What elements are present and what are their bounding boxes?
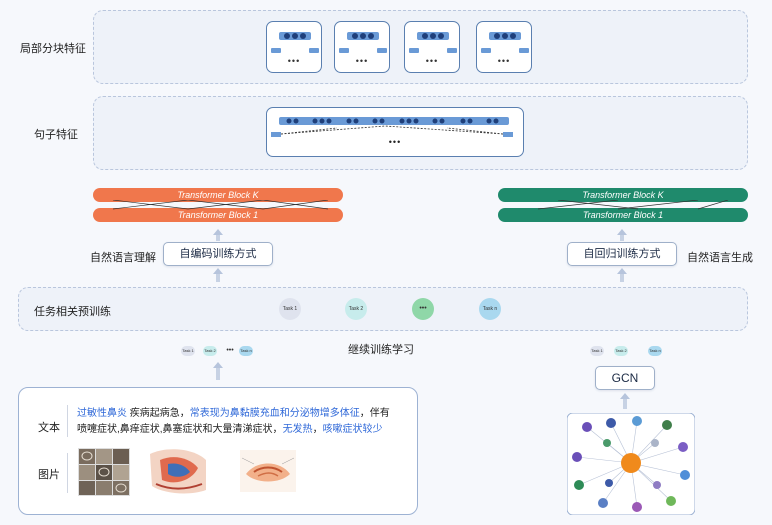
- text-part: 无发热: [282, 424, 313, 435]
- divider: [67, 405, 68, 437]
- side-token: [271, 48, 281, 53]
- arrow-stem: [620, 274, 624, 282]
- local-feature-card-2: •••: [334, 21, 390, 73]
- text-part: 喷嚏症状,鼻痒症状,鼻塞症状和大量清涕症状，: [77, 424, 283, 435]
- small-task: Task 2: [203, 346, 217, 356]
- ellipsis: •••: [497, 56, 511, 66]
- small-task: Task 2: [614, 346, 628, 356]
- ellipsis: •••: [287, 56, 301, 66]
- arrow-up-icon: [617, 268, 627, 274]
- text-part: 疾病起病急，: [127, 408, 190, 419]
- side-token: [519, 48, 529, 53]
- gcn-box: GCN: [595, 366, 655, 390]
- token-dot: [300, 33, 306, 39]
- task-circle: Task 2: [345, 298, 367, 320]
- text-part: 常表现为鼻黏膜充血和分泌物增多体征: [189, 408, 360, 419]
- arrow-stem: [216, 235, 220, 241]
- autoregressive-training-box: 自回归训练方式: [567, 242, 677, 266]
- token-dot: [502, 33, 508, 39]
- image-label: 图片: [38, 469, 60, 481]
- task-pretrain-label: 任务相关预训练: [34, 306, 111, 318]
- task-pretrain-panel: [18, 287, 748, 331]
- task-circle: Task 1: [279, 298, 301, 320]
- text-part: ，伴有: [359, 408, 390, 419]
- ellipsis: •••: [425, 56, 439, 66]
- text-label: 文本: [38, 422, 60, 434]
- small-task: Task 1: [590, 346, 604, 356]
- local-block-feature-label: 局部分块特征: [20, 43, 86, 55]
- arrow-stem: [216, 368, 220, 380]
- sentence-attention-diagram: [271, 117, 513, 137]
- token-dot: [494, 33, 500, 39]
- sentence-feature-label: 句子特征: [34, 129, 78, 141]
- arrow-up-icon: [213, 229, 223, 235]
- right-transformer-connections: [537, 200, 729, 210]
- arrow-up-icon: [617, 229, 627, 235]
- left-transformer-connections: [112, 200, 329, 210]
- arrow-stem: [623, 399, 627, 409]
- arrow-up-icon: [213, 268, 223, 274]
- ellipsis: •••: [355, 56, 369, 66]
- small-task: Task n: [239, 346, 253, 356]
- sentence-feature-card: •••: [266, 107, 524, 157]
- token-dot: [284, 33, 290, 39]
- nlu-label: 自然语言理解: [90, 252, 156, 264]
- nlg-label: 自然语言生成: [687, 252, 753, 264]
- nasal-anatomy-image: [150, 449, 206, 494]
- token-dot: [438, 33, 444, 39]
- continual-learning-label: 继续训练学习: [348, 344, 414, 356]
- token-dot: [368, 33, 374, 39]
- text-part: 过敏性鼻炎: [77, 408, 127, 419]
- task-circle: Task n: [479, 298, 501, 320]
- token-dot: [422, 33, 428, 39]
- token-dot: [352, 33, 358, 39]
- knowledge-graph-image: [567, 413, 695, 515]
- arrow-up-icon: [213, 362, 223, 368]
- left-transformer-block-k: Transformer Block K: [93, 188, 343, 202]
- side-token: [309, 48, 319, 53]
- task-circle: •••: [412, 298, 434, 320]
- side-token: [481, 48, 491, 53]
- side-token: [409, 48, 419, 53]
- nasal-cross-section-image: [240, 450, 296, 492]
- autoencoding-training-box: 自编码训练方式: [163, 242, 273, 266]
- token-dot: [430, 33, 436, 39]
- right-transformer-block-1: Transformer Block 1: [498, 208, 748, 222]
- side-token: [339, 48, 349, 53]
- text-line-1: 过敏性鼻炎 疾病起病急，常表现为鼻黏膜充血和分泌物增多体征，伴有: [77, 406, 390, 422]
- local-feature-card-3: •••: [404, 21, 460, 73]
- right-transformer-block-k: Transformer Block K: [498, 188, 748, 202]
- text-part: 咳嗽症状较少: [322, 424, 383, 435]
- small-task: Task n: [648, 346, 662, 356]
- arrow-up-icon: [620, 393, 630, 399]
- token-dot: [292, 33, 298, 39]
- endoscopy-image: [78, 448, 130, 496]
- local-feature-card-4: •••: [476, 21, 532, 73]
- side-token: [447, 48, 457, 53]
- token-dot: [360, 33, 366, 39]
- side-token: [377, 48, 387, 53]
- local-feature-card-1: •••: [266, 21, 322, 73]
- text-line-2: 喷嚏症状,鼻痒症状,鼻塞症状和大量清涕症状，无发热，咳嗽症状较少: [77, 422, 383, 438]
- divider: [67, 453, 68, 493]
- small-task: •••: [226, 347, 234, 354]
- left-transformer-block-1: Transformer Block 1: [93, 208, 343, 222]
- token-dot: [510, 33, 516, 39]
- ellipsis: •••: [388, 137, 402, 147]
- arrow-stem: [620, 235, 624, 241]
- arrow-stem: [216, 274, 220, 282]
- text-part: ，: [312, 424, 323, 435]
- small-task: Task 1: [181, 346, 195, 356]
